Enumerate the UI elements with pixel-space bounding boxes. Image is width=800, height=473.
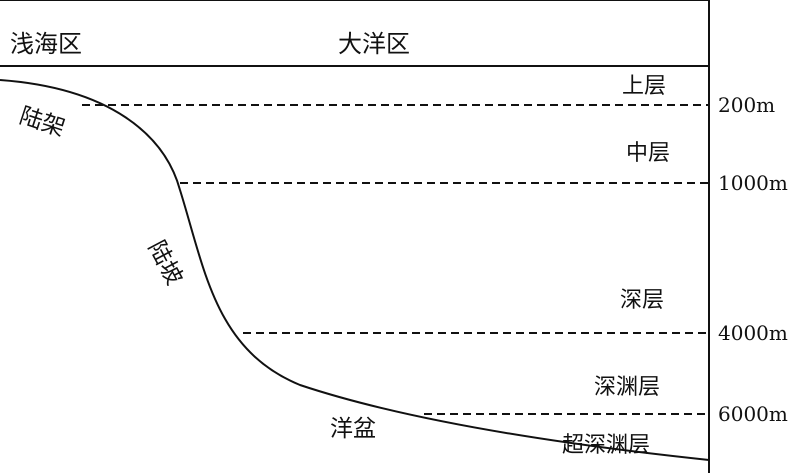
depth-label-1000m: 1000m [718,171,788,195]
feature-label-basin: 洋盆 [330,416,376,442]
feature-label-slope: 陆坡 [143,237,188,290]
feature-label-shelf: 陆架 [16,103,68,142]
zone-label-shallow: 浅海区 [10,30,82,58]
zone-label-ocean: 大洋区 [338,30,410,58]
depth-label-6000m: 6000m [718,402,788,426]
layer-label-middle: 中层 [626,141,670,166]
depth-label-200m: 200m [718,93,775,117]
layer-label-upper: 上层 [622,74,666,99]
seafloor-profile [0,79,710,461]
layer-label-abyssal: 深渊层 [594,375,660,400]
layer-label-hadal: 超深渊层 [562,433,650,458]
layer-label-deep: 深层 [620,288,664,313]
depth-label-4000m: 4000m [718,321,788,345]
